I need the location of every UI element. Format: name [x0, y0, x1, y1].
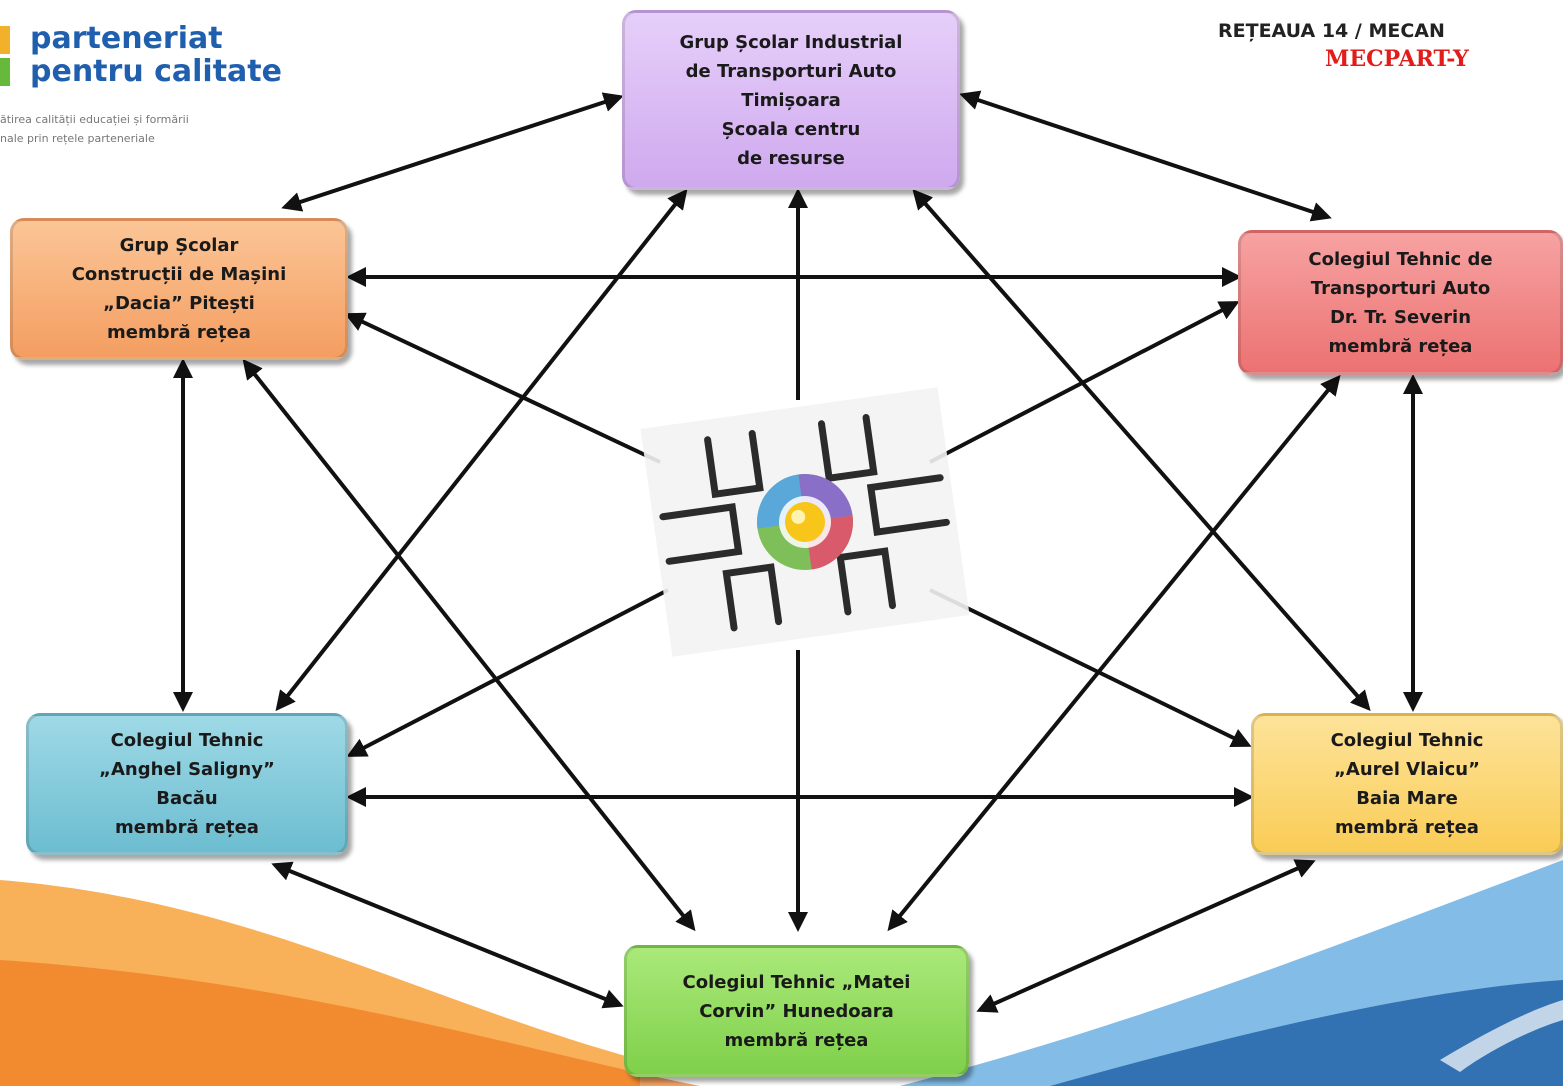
tagline-line1: ătirea calității educației și formării	[0, 113, 189, 126]
logo-mark-top	[0, 26, 10, 54]
spoke-to-topright	[929, 301, 1240, 464]
node-top-right-line2: Transporturi Auto	[1310, 277, 1491, 299]
logo-line1: parteneriat	[30, 21, 223, 56]
cycle-icon	[757, 474, 853, 570]
network-subtitle: MECPART-Y	[1325, 46, 1469, 72]
node-bottom-right-line4: membră rețea	[1335, 817, 1479, 838]
spoke-to-topleft	[344, 312, 661, 464]
node-bottom-left-line1: Colegiul Tehnic	[110, 730, 264, 751]
node-center-line5: de resurse	[737, 147, 845, 169]
node-bottom-line1: Colegiul Tehnic „Matei	[682, 971, 911, 993]
logo-line2: pentru calitate	[30, 54, 282, 89]
node-center-line4: Școala centru	[721, 118, 861, 140]
node-bottom-left-line4: membră rețea	[115, 817, 259, 838]
node-top-left-line1: Grup Școlar	[119, 235, 239, 256]
node-center-line2: de Transporturi Auto	[685, 60, 897, 82]
node-bottom-right: Colegiul Tehnic „Aurel Vlaicu” Baia Mare…	[1251, 713, 1563, 855]
logo-mark-bottom	[0, 58, 10, 86]
node-top-left: Grup Școlar Construcții de Mașini „Dacia…	[10, 218, 348, 360]
node-top-right: Colegiul Tehnic de Transporturi Auto Dr.…	[1238, 230, 1563, 375]
arrow-center-topleft	[281, 92, 624, 212]
node-top-right-line4: membră rețea	[1328, 335, 1473, 357]
node-top-left-line2: Construcții de Mașini	[71, 264, 287, 285]
crossroads-graphic	[640, 387, 970, 657]
node-top-right-line1: Colegiul Tehnic de	[1308, 248, 1493, 270]
arrow-bottomright-bottom	[976, 859, 1316, 1013]
node-top-right-line3: Dr. Tr. Severin	[1329, 306, 1472, 328]
node-top-left-line4: membră rețea	[107, 322, 251, 343]
node-bottom-right-line2: „Aurel Vlaicu”	[1334, 759, 1480, 780]
node-bottom-line3: membră rețea	[724, 1029, 869, 1051]
node-bottom-right-line3: Baia Mare	[1356, 788, 1458, 809]
node-bottom-left: Colegiul Tehnic „Anghel Saligny” Bacău m…	[26, 713, 348, 855]
node-top-left-line3: „Dacia” Pitești	[103, 293, 255, 314]
node-bottom-left-line2: „Anghel Saligny”	[99, 759, 275, 780]
node-center-school: Grup Școlar Industrial de Transporturi A…	[622, 10, 960, 190]
arrow-topright-bottom	[887, 374, 1341, 932]
spoke-to-bottomleft	[346, 588, 669, 757]
spoke-to-bottomright	[929, 588, 1252, 747]
network-title: REȚEAUA 14 / MECAN	[1218, 20, 1445, 42]
tagline-line2: nale prin rețele parteneriale	[0, 132, 155, 145]
arrow-topleft-bottom	[242, 358, 696, 932]
arrow-center-topright	[959, 90, 1332, 222]
node-center-line1: Grup Școlar Industrial	[679, 31, 903, 53]
node-bottom-left-line3: Bacău	[156, 788, 218, 809]
node-bottom: Colegiul Tehnic „Matei Corvin” Hunedoara…	[624, 945, 969, 1077]
node-center-line3: Timișoara	[741, 89, 841, 111]
node-bottom-right-line1: Colegiul Tehnic	[1330, 730, 1484, 751]
arrow-bottomleft-bottom	[271, 861, 624, 1009]
node-bottom-line2: Corvin” Hunedoara	[699, 1000, 894, 1022]
